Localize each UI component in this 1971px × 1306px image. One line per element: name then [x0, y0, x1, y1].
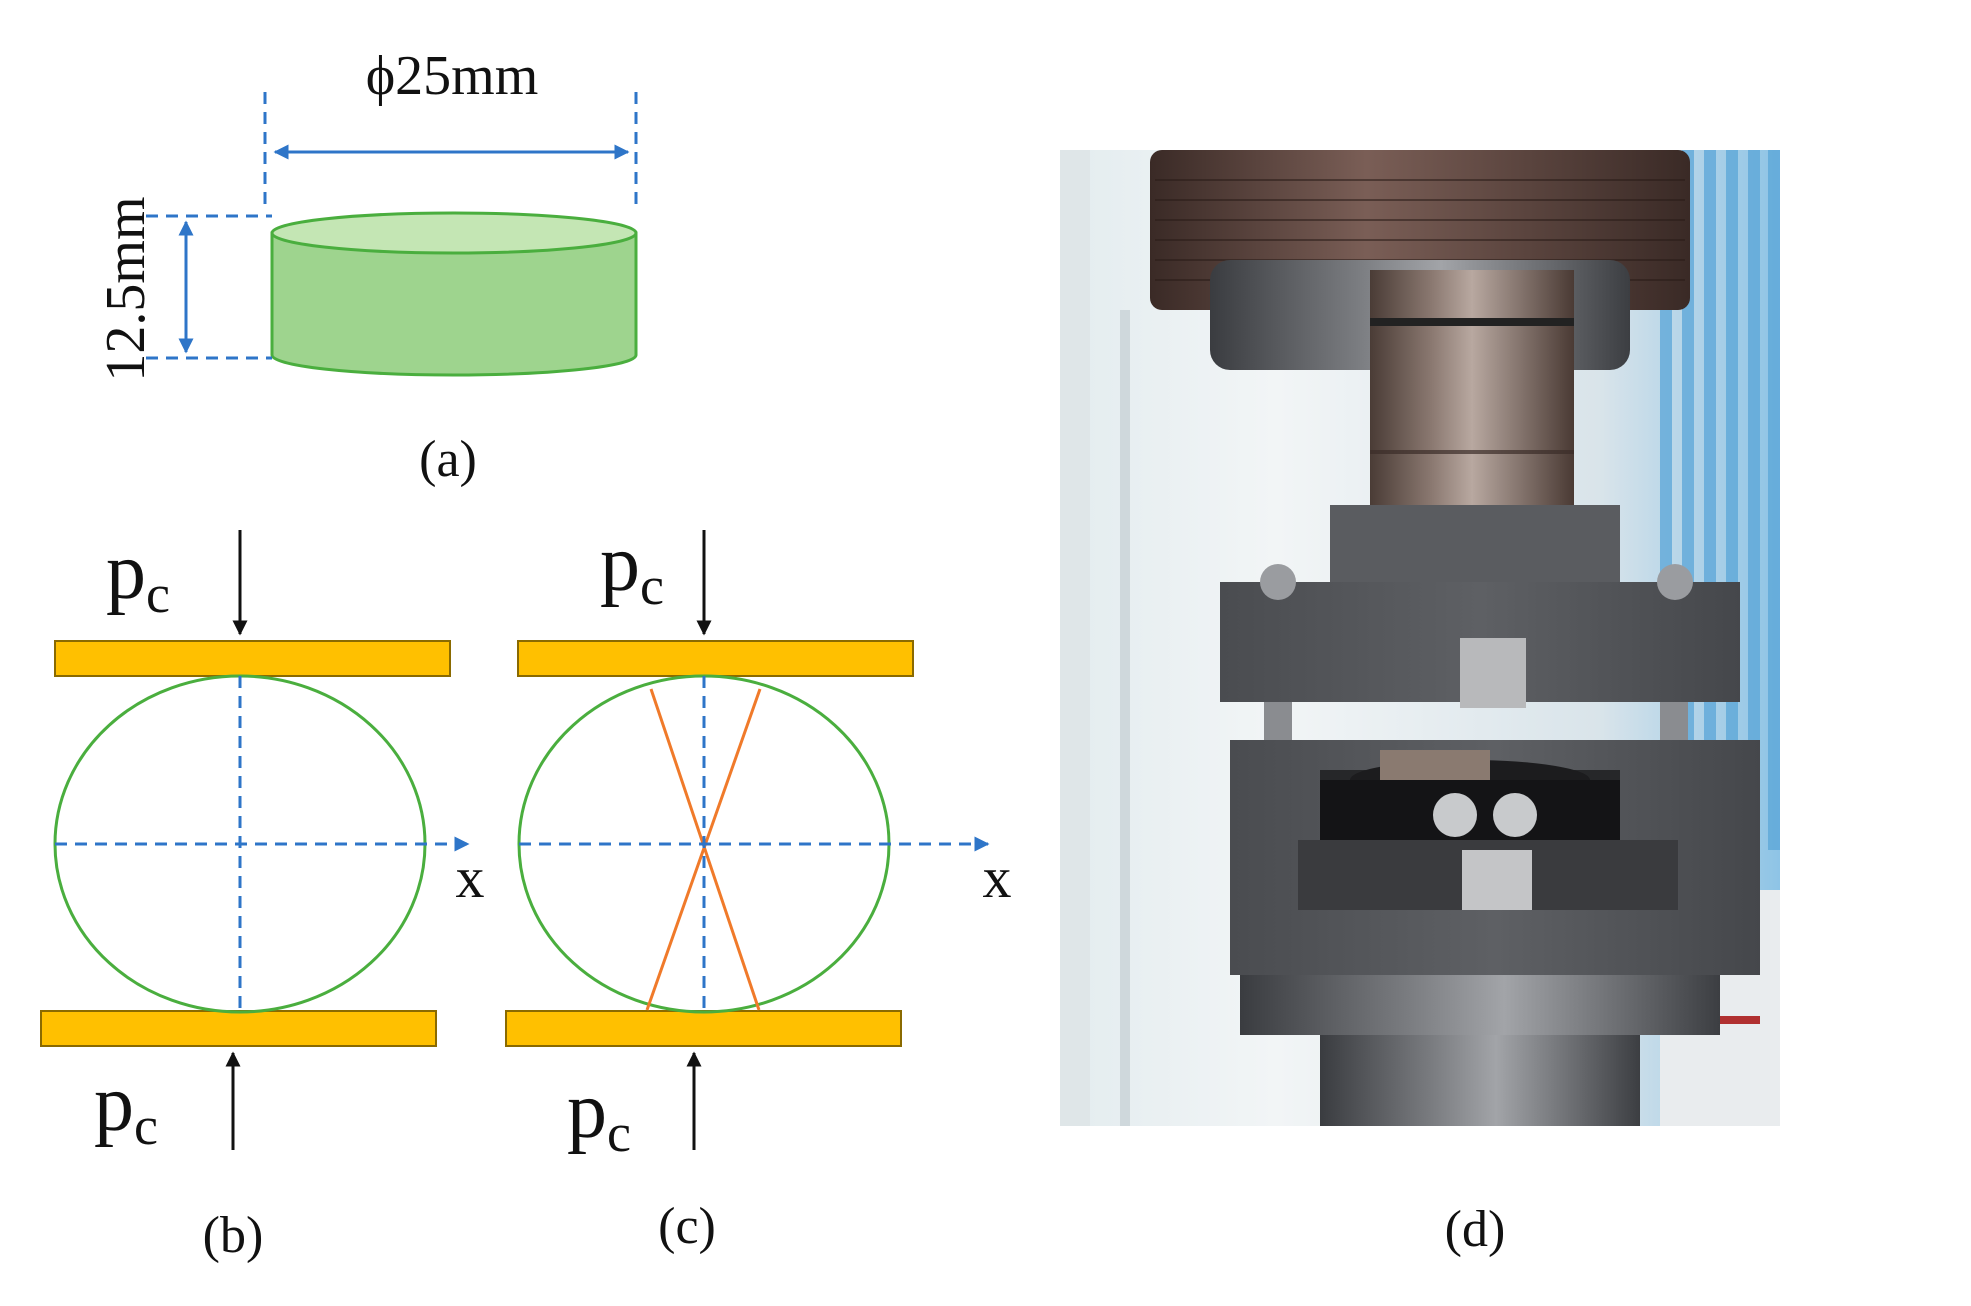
caption-d: (d) [1445, 1201, 1506, 1258]
bottom-load-label: pc [94, 1060, 158, 1156]
top-platen [517, 640, 914, 677]
panel-c: pc pc x (c) [505, 520, 1012, 1255]
cylinder-specimen [270, 211, 638, 377]
top-load-label: pc [106, 528, 170, 624]
panel-a: ϕ25mm 12.5mm (a) [95, 45, 638, 488]
bottom-load-label: pc [567, 1067, 631, 1163]
panel-b: pc pc x (b) [40, 528, 485, 1264]
x-axis-label: x [983, 845, 1012, 910]
panel-d: (d) [1060, 150, 1780, 1258]
bottom-platen [505, 1010, 902, 1047]
top-platen [54, 640, 451, 677]
diameter-label: ϕ25mm [366, 45, 539, 107]
caption-a: (a) [419, 431, 477, 488]
crack-line-2 [645, 688, 762, 1011]
top-load-label: pc [600, 520, 664, 616]
bottom-platen [40, 1010, 437, 1047]
height-label: 12.5mm [95, 196, 157, 381]
dimension-lines [146, 92, 638, 360]
x-axis-label: x [456, 845, 485, 910]
test-rig-photo [1060, 150, 1780, 1126]
caption-b: (b) [203, 1207, 264, 1264]
caption-c: (c) [658, 1198, 716, 1255]
